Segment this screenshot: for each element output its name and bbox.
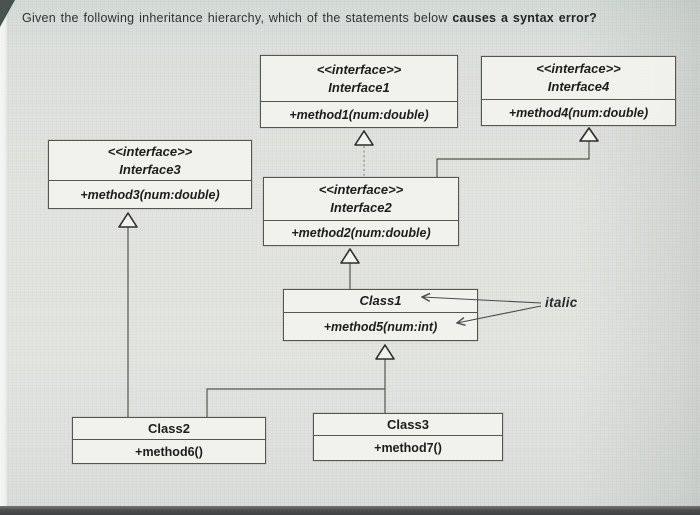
uml-box-interface1: <<interface>> Interface1 +method1(num:do…: [260, 55, 458, 128]
generalization-triangle-interface3: [118, 212, 138, 228]
italic-annotation-label: italic: [545, 295, 578, 310]
interface4-method: +method4(num:double): [482, 99, 675, 125]
question-prefix: Given the following inheritance hierarch…: [22, 11, 453, 25]
class2-name: Class2: [148, 420, 190, 436]
interface2-header: <<interface>> Interface2: [264, 178, 458, 220]
uml-box-interface4: <<interface>> Interface4 +method4(num:do…: [481, 56, 676, 126]
generalization-triangle-interface1: [354, 130, 374, 146]
class2-header: Class2: [73, 418, 265, 439]
interface1-name: Interface1: [328, 79, 390, 95]
screen-left-bezel: [0, 0, 7, 506]
interface1-method: +method1(num:double): [261, 101, 457, 127]
class2-method: +method6(): [73, 439, 265, 463]
interface4-stereotype: <<interface>>: [536, 61, 621, 76]
interface3-stereotype: <<interface>>: [107, 143, 193, 159]
class1-header: Class1: [284, 290, 477, 312]
interface1-stereotype: <<interface>>: [316, 61, 402, 77]
generalization-triangle-class1: [375, 344, 395, 360]
class3-method: +method7(): [314, 435, 502, 460]
interface4-header: <<interface>> Interface4: [482, 57, 675, 99]
interface4-name: Interface4: [547, 79, 610, 94]
question-text: Given the following inheritance hierarch…: [22, 10, 692, 27]
interface2-name: Interface2: [330, 200, 392, 215]
question-emphasis: causes a syntax error?: [452, 11, 598, 25]
screen-bottom-bezel: [0, 506, 700, 515]
uml-box-class1: Class1 +method5(num:int): [283, 289, 478, 341]
class1-method: +method5(num:int): [284, 312, 477, 340]
interface2-method: +method2(num:double): [264, 220, 458, 245]
interface3-name: Interface3: [119, 161, 181, 177]
class3-header: Class3: [314, 414, 502, 435]
interface3-header: <<interface>> Interface3: [49, 141, 251, 180]
generalization-triangle-interface4: [579, 127, 599, 142]
corner-shadow: [0, 0, 15, 27]
uml-box-class3: Class3 +method7(): [313, 413, 503, 461]
interface3-method: +method3(num:double): [49, 180, 251, 208]
uml-box-interface2: <<interface>> Interface2 +method2(num:do…: [263, 177, 459, 246]
class3-name: Class3: [387, 416, 429, 432]
generalization-triangle-interface2: [340, 248, 360, 264]
edge-interface2-to-interface4: [436, 141, 590, 177]
class1-name: Class1: [359, 293, 402, 308]
interface2-stereotype: <<interface>>: [318, 182, 404, 197]
interface1-header: <<interface>> Interface1: [261, 56, 457, 101]
uml-box-interface3: <<interface>> Interface3 +method3(num:do…: [48, 140, 252, 209]
uml-box-class2: Class2 +method6(): [72, 417, 266, 464]
